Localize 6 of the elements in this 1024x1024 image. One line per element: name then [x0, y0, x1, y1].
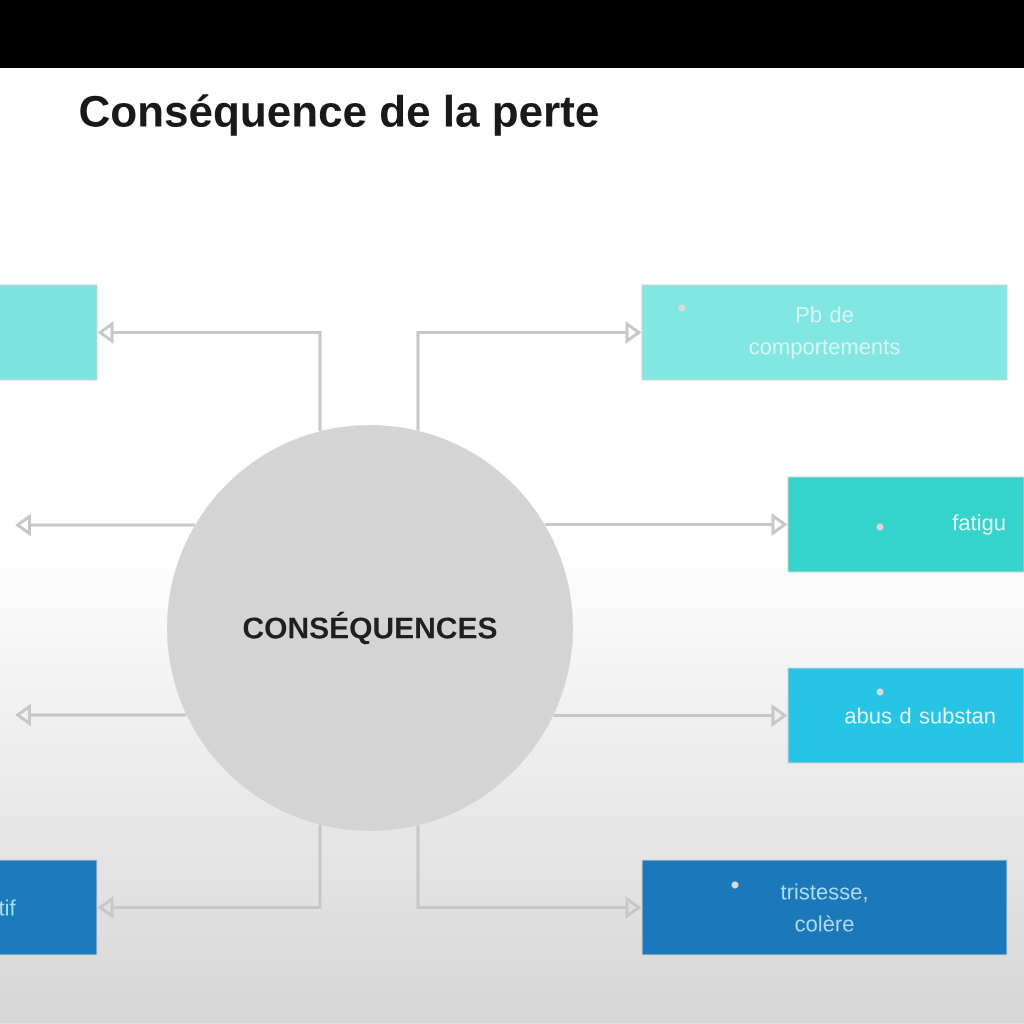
consequence-box: tristesse, colère [641, 859, 1008, 956]
consequence-box: abus d substan [787, 667, 1024, 764]
slide-title: Conséquence de la perte [80, 94, 598, 136]
consequence-box: Pb de comportements [641, 284, 1008, 381]
consequence-box: fatigu [787, 476, 1024, 573]
consequence-box [0, 284, 98, 381]
